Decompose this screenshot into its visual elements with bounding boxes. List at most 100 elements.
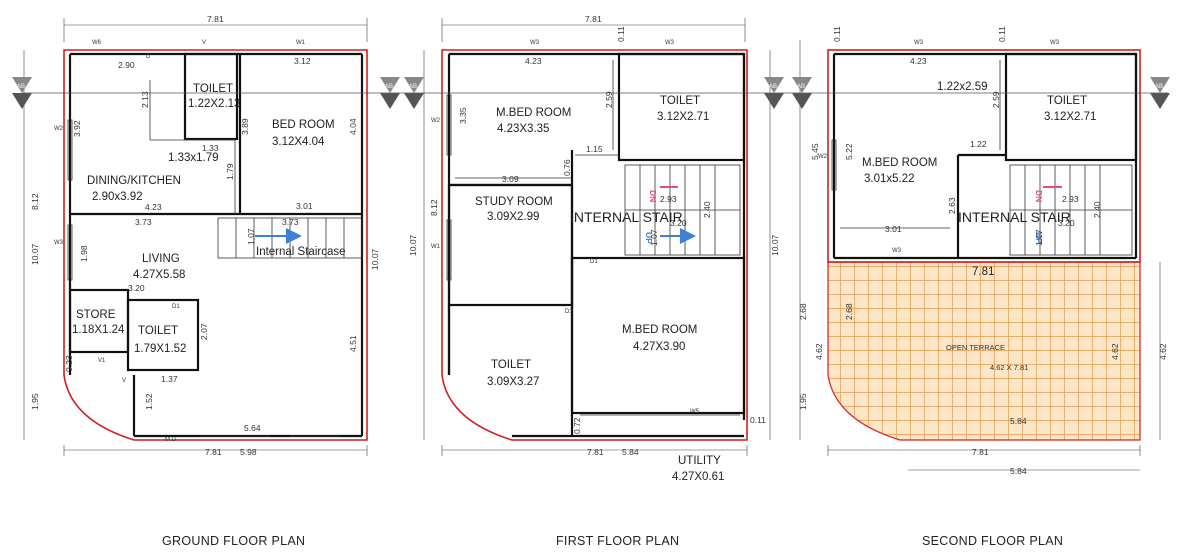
gf-tag-md: M.D	[165, 437, 177, 443]
svg-text:AB: AB	[1155, 84, 1163, 90]
ff-dim-259: 2.59	[604, 91, 614, 108]
ff-dim-1007a: 10.07	[408, 234, 418, 256]
ff-dim-b781: 7.81	[587, 447, 604, 457]
ff-tag-d1a: D1	[590, 259, 598, 265]
gf-dim-423: 4.23	[145, 202, 162, 212]
gf-outline	[63, 49, 368, 441]
sf-dim-293: 2.93	[1062, 194, 1079, 204]
section-marker-3: AB	[404, 77, 424, 109]
sf-dim-781: 7.81	[972, 266, 994, 278]
gf-dining-size: 2.90x3.92	[92, 191, 143, 203]
sf-dim-195: 1.95	[798, 393, 808, 410]
gf-dim-b781: 7.81	[205, 447, 222, 457]
ff-outline	[441, 49, 748, 441]
section-markers: AB AB AB AB AB AB	[12, 77, 1170, 109]
ff-dim-076: 0.76	[562, 159, 572, 176]
sf-tag-w2: W2	[818, 154, 828, 160]
sf-caption: SECOND FLOOR PLAN	[922, 534, 1063, 548]
gf-living-size: 4.27X5.58	[133, 269, 185, 281]
ff-dim-293: 2.93	[660, 194, 677, 204]
sf-dim-423: 4.23	[910, 56, 927, 66]
sf-dim-011b: 0.11	[997, 26, 1007, 42]
gf-dim-290: 2.90	[118, 60, 135, 70]
gf-store-name: STORE	[76, 309, 116, 321]
ground-floor-plan: 7.81	[23, 14, 380, 548]
ff-study-name: STUDY ROOM	[475, 196, 553, 208]
gf-dim-564: 5.64	[244, 423, 261, 433]
gf-tag-w3: W3	[54, 240, 64, 246]
ff-utility-name: UTILITY	[678, 455, 721, 467]
section-marker-1: AB	[12, 77, 32, 109]
ff-dim-309: 3.09	[502, 174, 519, 184]
sf-terrace	[827, 261, 1141, 441]
sf-dim-320: 3.20	[1058, 218, 1075, 228]
sf-toilet-name: TOILET	[1047, 95, 1087, 107]
gf-tag-d: D	[146, 54, 151, 60]
sf-terrace-name: OPEN TERRACE	[946, 343, 1005, 352]
ff-tag-w1: W1	[431, 244, 441, 250]
section-marker-2: AB	[380, 77, 400, 109]
ff-toilet2-name: TOILET	[491, 359, 531, 371]
sf-dim-107: 1.07	[1034, 229, 1044, 246]
sf-terrace-size: 4.62 X 7.81	[990, 363, 1028, 372]
gf-dim-373a: 3.73	[135, 217, 152, 227]
ff-tag-w5: W5	[690, 409, 700, 415]
sf-mbed-name: M.BED ROOM	[862, 157, 937, 169]
gf-tag-w1: W1	[296, 40, 306, 46]
gf-bedroom-name: BED ROOM	[272, 119, 335, 131]
ff-dim-240: 2.40	[702, 201, 712, 218]
sf-stair-name: INTERNAL STAIR	[958, 209, 1071, 225]
gf-walls	[68, 52, 364, 438]
sf-dim-122: 1.22	[970, 139, 987, 149]
gf-center-size: 1.33x1.79	[168, 152, 219, 164]
gf-toilet-top-name: TOILET	[193, 83, 233, 95]
gf-dim-195: 1.95	[30, 393, 40, 410]
ff-tag-d1b: D1	[565, 309, 573, 315]
gf-tag-v1b: V1	[98, 358, 106, 364]
ff-study-size: 3.09X2.99	[487, 211, 539, 223]
gf-dim-107: 1.07	[246, 228, 256, 245]
sf-dim-011a: 0.11	[832, 26, 842, 42]
gf-toilet-low-size: 1.79X1.52	[134, 343, 186, 355]
gf-dim-top: 7.81	[207, 14, 224, 24]
ff-dim-115: 1.15	[586, 144, 603, 154]
gf-dim-133: 1.33	[202, 143, 219, 153]
ff-dim-top: 7.81	[585, 14, 602, 24]
sf-tag-w3b: W3	[1050, 40, 1060, 46]
ff-dim-812: 8.12	[429, 199, 439, 216]
sf-dim-b781: 7.81	[972, 447, 989, 457]
gf-dim-451: 4.51	[348, 335, 358, 352]
gf-dim-023: 0.23	[64, 355, 74, 372]
ff-stair-up: UP	[644, 232, 654, 244]
gf-store-size: 1.18X1.24	[72, 324, 125, 336]
sf-dim-301: 3.01	[885, 224, 902, 234]
svg-text:AB: AB	[385, 84, 393, 90]
ff-stair-dn: DN	[648, 190, 658, 202]
gf-toilet-low-name: TOILET	[138, 325, 178, 337]
gf-dim-1007a: 10.07	[30, 243, 40, 265]
gf-tag-w6: W6	[92, 40, 102, 46]
sf-dim-462b: 4.62	[1110, 343, 1120, 360]
gf-stair-name: Internal Staircase	[256, 246, 346, 258]
ff-walls	[447, 52, 746, 438]
gf-dim-213: 2.13	[140, 91, 150, 108]
ff-stair-name: INTERNAL STAIR	[570, 209, 683, 225]
ff-caption: FIRST FLOOR PLAN	[556, 534, 679, 548]
gf-dim-389: 3.89	[240, 118, 250, 135]
sf-dim-259: 2.59	[991, 91, 1001, 108]
gf-dim-b598: 5.98	[240, 447, 257, 457]
ff-toilet1-name: TOILET	[660, 95, 700, 107]
gf-dim-812: 8.12	[30, 193, 40, 210]
gf-toilet-top-size: 1.22X2.13	[188, 98, 240, 110]
gf-tag-w2: W2	[54, 126, 64, 132]
gf-dim-392: 3.92	[72, 120, 82, 137]
section-marker-6: AB	[1150, 77, 1170, 109]
gf-dim-373b: 3.73	[282, 217, 299, 227]
gf-dim-301: 3.01	[296, 201, 313, 211]
ff-utility-size: 4.27X0.61	[672, 471, 724, 483]
sf-toilet-size: 3.12X2.71	[1044, 111, 1096, 123]
ff-dim-072: 0.72	[572, 417, 582, 434]
sf-dim-240: 2.40	[1092, 201, 1102, 218]
